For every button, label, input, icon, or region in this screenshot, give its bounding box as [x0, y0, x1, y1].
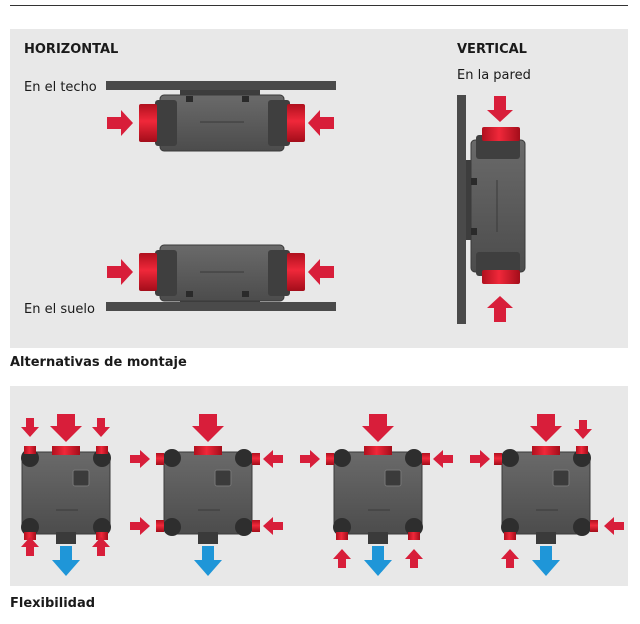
red-arrow-icon	[333, 549, 351, 568]
red-arrow-icon	[92, 418, 110, 437]
flex-config-2	[130, 414, 283, 576]
flex-config-4	[470, 414, 624, 576]
fan-logo-icon	[552, 469, 570, 487]
red-arrow-icon	[21, 537, 39, 556]
red-arrow-icon	[604, 517, 624, 535]
wall-label: En la pared	[457, 68, 531, 83]
ceiling-mounted-unit	[106, 81, 336, 152]
red-arrow-icon	[530, 414, 562, 442]
blue-arrow-icon	[364, 546, 392, 576]
red-arrow-icon	[21, 418, 39, 437]
red-arrow-icon	[362, 414, 394, 442]
red-arrow-icon	[470, 450, 490, 468]
red-arrow-icon	[501, 549, 519, 568]
port-top	[482, 127, 520, 141]
red-arrow-icon	[487, 296, 513, 322]
port-right	[287, 253, 305, 291]
red-arrow-icon	[487, 96, 513, 122]
vertical-title: VERTICAL	[457, 42, 527, 57]
red-arrow-icon	[107, 110, 133, 136]
floor-label: En el suelo	[24, 302, 95, 317]
mounting-caption: Alternativas de montaje	[10, 355, 187, 370]
port-bottom	[482, 270, 520, 284]
flex-config-1	[21, 414, 111, 576]
red-arrow-icon	[405, 549, 423, 568]
red-arrow-icon	[308, 110, 334, 136]
fan-logo-icon	[214, 469, 232, 487]
red-arrow-icon	[130, 517, 150, 535]
red-arrow-icon	[308, 259, 334, 285]
top-rule	[10, 5, 628, 6]
floor-surface	[106, 302, 336, 311]
ceiling-label: En el techo	[24, 80, 97, 95]
horizontal-title: HORIZONTAL	[24, 42, 119, 57]
red-arrow-icon	[130, 450, 150, 468]
flex-config-3	[300, 414, 453, 576]
blue-arrow-icon	[532, 546, 560, 576]
red-arrow-icon	[107, 259, 133, 285]
red-arrow-icon	[263, 517, 283, 535]
red-arrow-icon	[300, 450, 320, 468]
port-left	[139, 104, 157, 142]
fan-logo-icon	[384, 469, 402, 487]
ceiling-surface	[106, 81, 336, 90]
port-left	[139, 253, 157, 291]
wall-mounted-unit	[457, 95, 526, 324]
red-arrow-icon	[92, 537, 110, 556]
flexibility-caption: Flexibilidad	[10, 596, 96, 611]
red-arrow-icon	[574, 420, 592, 439]
red-arrow-icon	[433, 450, 453, 468]
fan-logo-icon	[72, 469, 90, 487]
red-arrow-icon	[50, 414, 82, 442]
red-arrow-icon	[192, 414, 224, 442]
port-right	[287, 104, 305, 142]
red-arrow-icon	[263, 450, 283, 468]
wall-surface	[457, 95, 466, 324]
floor-mounted-unit	[106, 244, 336, 311]
blue-arrow-icon	[194, 546, 222, 576]
blue-arrow-icon	[52, 546, 80, 576]
